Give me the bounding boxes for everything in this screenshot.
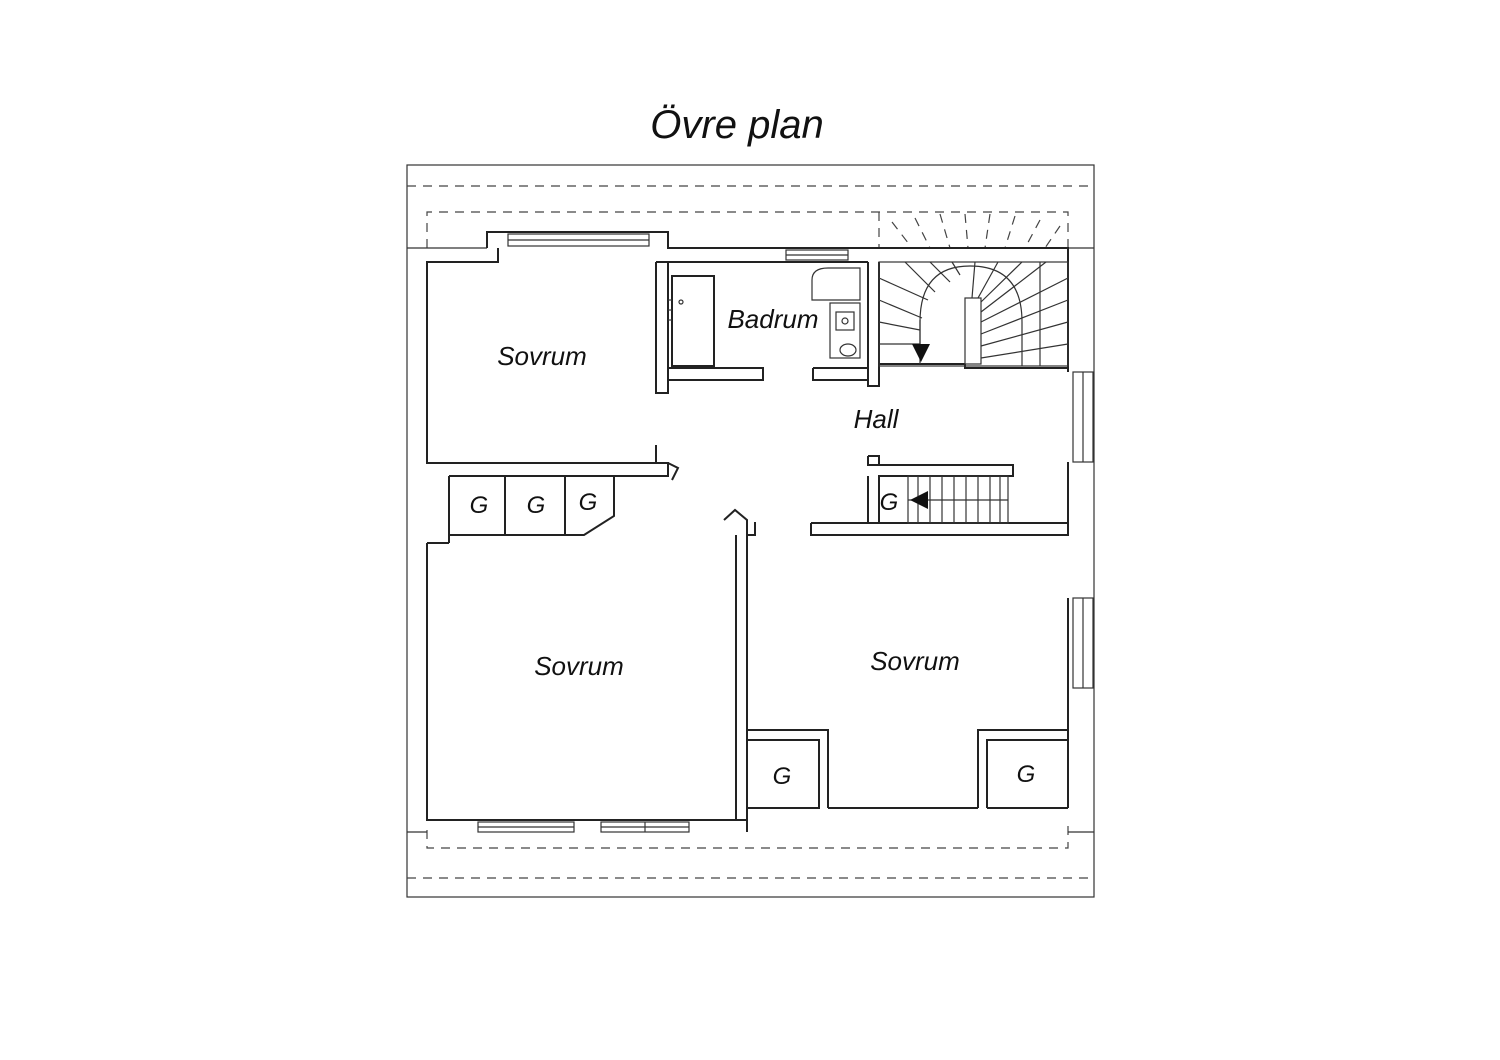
interior-walls — [427, 261, 1069, 821]
closet-label: G — [880, 489, 899, 516]
windows — [477, 233, 1094, 833]
plan-title: Övre plan — [650, 103, 823, 147]
spiral-staircase — [878, 261, 1069, 367]
room-label-bedroom-top-left: Sovrum — [497, 341, 587, 371]
room-label-bathroom: Badrum — [727, 304, 818, 334]
closet-label: G — [773, 763, 792, 790]
toilet — [811, 267, 861, 301]
attic-stair-projection — [878, 212, 1061, 249]
closet-label: G — [470, 492, 489, 519]
room-label-bedroom-bottom-right: Sovrum — [870, 646, 960, 676]
closet-label: G — [1017, 761, 1036, 788]
sink — [829, 302, 861, 359]
straight-staircase — [907, 475, 1009, 524]
stair-newel — [964, 297, 982, 365]
closet-label: G — [579, 489, 598, 516]
stair-arrow-down-icon — [912, 344, 930, 362]
room-label-bedroom-bottom-left: Sovrum — [534, 651, 624, 681]
room-label-hall: Hall — [854, 404, 900, 434]
stair-arrow-left-icon — [910, 491, 928, 509]
bathroom-fixtures — [668, 267, 861, 367]
building-outline — [406, 164, 1095, 898]
closet-label: G — [527, 492, 546, 519]
shower — [671, 275, 715, 367]
